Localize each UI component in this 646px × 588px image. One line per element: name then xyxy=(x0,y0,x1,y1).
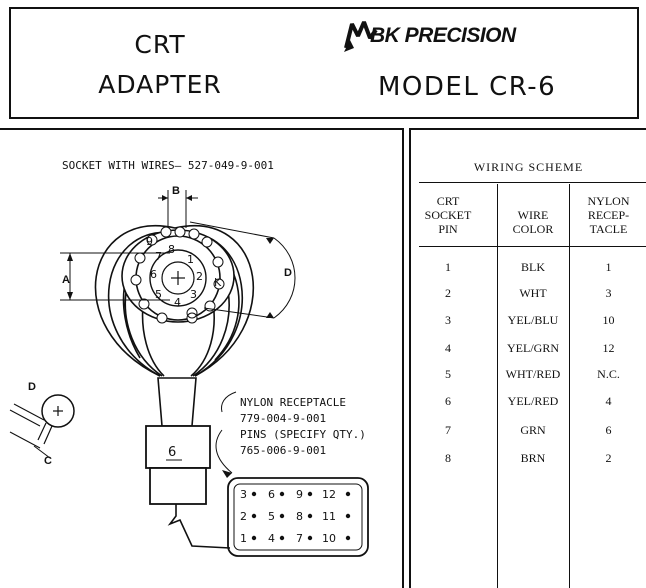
receptacle-pin-6: 6 xyxy=(268,488,275,501)
table-cell: WHT xyxy=(519,286,547,300)
table-cell: 7 xyxy=(445,423,451,437)
table-cell: 1 xyxy=(445,260,451,274)
receptacle-label-line2: 779-004-9-001 xyxy=(240,412,326,425)
plug-label: 6 xyxy=(168,445,176,460)
receptacle-label-line3: PINS (SPECIFY QTY.) xyxy=(240,428,366,441)
dim-a-label: A xyxy=(62,274,70,286)
header-line: SOCKET xyxy=(424,208,472,222)
table-cell: 3 xyxy=(445,313,451,327)
crt-socket: 9 1 2 3 4 5 6 7 8 K xyxy=(121,226,235,324)
table-cell: 6 xyxy=(605,423,612,437)
socket-pin-9: 9 xyxy=(146,235,153,248)
table-cell: YEL/BLU xyxy=(507,313,559,327)
table-cell: BLK xyxy=(521,260,545,274)
table-col-separator xyxy=(569,184,570,588)
wiring-table: WIRING SCHEME CRT SOCKET PIN WIRE COLOR … xyxy=(409,128,646,588)
receptacle-pin-10: 10 xyxy=(322,532,336,545)
header-line: TACLE xyxy=(589,222,628,236)
table-cell: BRN xyxy=(520,451,546,465)
receptacle-pin-8: 8 xyxy=(296,510,303,523)
receptacle-face: 3 6 9 12 2 5 8 11 1 4 7 10 xyxy=(227,477,369,557)
table-cell: 8 xyxy=(445,451,451,465)
receptacle-pin-3: 3 xyxy=(240,488,247,501)
socket-pin-1: 1 xyxy=(187,253,194,266)
table-cell: N.C. xyxy=(597,367,620,381)
table-cell: 6 xyxy=(445,394,451,408)
header-line: NYLON xyxy=(587,194,630,208)
socket-key-label: K xyxy=(214,276,222,289)
dim-c-label: C xyxy=(44,455,52,467)
table-cell: WHT/RED xyxy=(505,367,561,381)
dimension-d: D xyxy=(189,221,296,319)
table-cell: 4 xyxy=(605,394,612,408)
socket-pin-6: 6 xyxy=(150,268,157,281)
dim-d-small-label: D xyxy=(28,381,36,393)
header-box xyxy=(9,7,639,119)
table-rule-top xyxy=(419,182,646,183)
brand-name: BK PRECISION xyxy=(370,24,516,47)
receptacle-pin-12: 12 xyxy=(322,488,336,501)
table-title: WIRING SCHEME xyxy=(473,160,584,174)
model-number: MODEL CR-6 xyxy=(378,72,557,102)
receptacle-pin-1: 1 xyxy=(240,532,247,545)
socket-pin-4: 4 xyxy=(174,296,181,309)
table-cell: 10 xyxy=(602,313,615,327)
table-cell: 3 xyxy=(605,286,612,300)
header-crt-socket-pin: CRT SOCKET PIN xyxy=(419,194,477,236)
receptacle-label-line4: 765-006-9-001 xyxy=(240,444,326,457)
table-cell: GRN xyxy=(520,423,546,437)
receptacle-pin-7: 7 xyxy=(296,532,303,545)
receptacle-pin-9: 9 xyxy=(296,488,303,501)
table-cell: YEL/GRN xyxy=(507,341,559,355)
pin-detail: D C xyxy=(9,381,75,467)
nylon-plug: 6 xyxy=(145,425,211,505)
receptacle-pin-4: 4 xyxy=(268,532,275,545)
header-line: WIRE xyxy=(517,208,549,222)
header-wire-color: WIRE COLOR xyxy=(497,208,569,236)
cable-jacket xyxy=(157,377,197,427)
receptacle-callout: NYLON RECEPTACLE 779-004-9-001 PINS (SPE… xyxy=(215,391,366,478)
table-cell: 12 xyxy=(602,341,615,355)
dim-b-label: B xyxy=(172,185,180,197)
dimension-b: B xyxy=(158,185,198,228)
table-cell: YEL/RED xyxy=(507,394,559,408)
socket-pin-2: 2 xyxy=(196,270,203,283)
header-line: COLOR xyxy=(512,222,554,236)
crt-adapter-diagram: SOCKET WITH WIRES— 527-049-9-001 B xyxy=(9,159,369,557)
socket-pin-7: 7 xyxy=(155,250,162,263)
table-cell: 1 xyxy=(605,260,612,274)
header-line: RECEP- xyxy=(587,208,630,222)
header-nylon-receptacle: NYLON RECEP- TACLE xyxy=(569,194,646,236)
bk-logo-icon xyxy=(344,21,378,52)
receptacle-label-line1: NYLON RECEPTACLE xyxy=(240,396,346,409)
socket-pin-5: 5 xyxy=(155,288,162,301)
dim-d-label: D xyxy=(284,267,292,279)
header-line: CRT xyxy=(436,194,460,208)
socket-pin-8: 8 xyxy=(168,243,175,256)
socket-label: SOCKET WITH WIRES— 527-049-9-001 xyxy=(62,159,274,172)
receptacle-pin-5: 5 xyxy=(268,510,275,523)
connector-link xyxy=(167,504,231,549)
table-cell: 4 xyxy=(445,341,451,355)
dimension-a: A xyxy=(60,252,170,301)
receptacle-pin-11: 11 xyxy=(322,510,336,523)
header-line: PIN xyxy=(438,222,458,236)
table-cell: 5 xyxy=(445,367,451,381)
diagram-panel xyxy=(0,128,404,588)
header-title-line1: CRT xyxy=(134,30,186,59)
table-cell: 2 xyxy=(605,451,612,465)
receptacle-pin-2: 2 xyxy=(240,510,247,523)
table-col-separator xyxy=(497,184,498,588)
table-cell: 2 xyxy=(445,286,451,300)
table-rule-header xyxy=(419,246,646,247)
header-title-line2: ADAPTER xyxy=(98,70,222,99)
socket-pin-3: 3 xyxy=(190,288,197,301)
